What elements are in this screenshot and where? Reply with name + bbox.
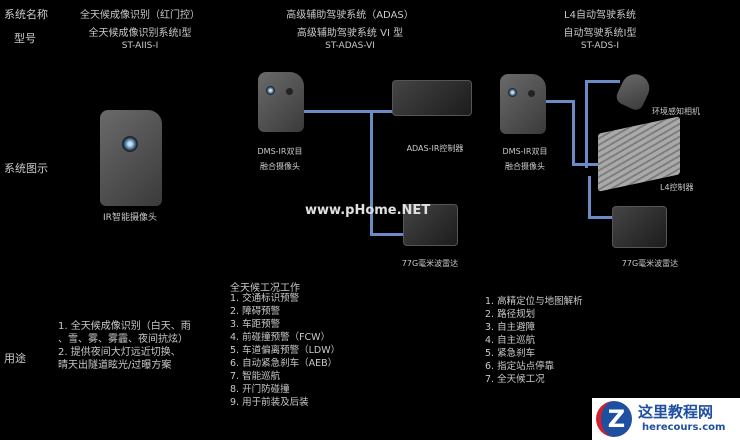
c3-lidar-label: 环境感知相机 bbox=[652, 107, 700, 116]
logo-url: herecours.com bbox=[642, 422, 726, 433]
system-2-model: 高级辅助驾驶系统 VI 型 bbox=[296, 28, 404, 39]
c3-controller-label: L4控制器 bbox=[660, 183, 694, 192]
c3-radar-label: 77G毫米波雷达 bbox=[621, 259, 679, 268]
c2-radar-image bbox=[403, 204, 458, 246]
c2-camera-label-2: 融合摄像头 bbox=[260, 162, 300, 171]
system-1-name: 全天候成像识别（红门控） bbox=[80, 10, 200, 21]
watermark: www.pHome.NET bbox=[305, 203, 431, 218]
usage-col-1: 1. 全天候成像识别（白天、雨、雪、雾、雾霾、夜间抗炫）2. 提供夜间大灯远近切… bbox=[58, 321, 191, 371]
logo-z-icon: Z bbox=[596, 401, 632, 437]
system-3-code: ST-ADS-I bbox=[580, 41, 620, 51]
c3-camera-label-2: 融合摄像头 bbox=[505, 162, 545, 171]
system-3-model: 自动驾驶系统I型 bbox=[563, 28, 637, 39]
c2-controller-label: ADAS-IR控制器 bbox=[406, 144, 464, 153]
system-2-code: ST-ADAS-VI bbox=[325, 41, 375, 51]
c2-camera-label-1: DMS-IR双目 bbox=[257, 147, 303, 156]
header-usage: 用途 bbox=[4, 352, 26, 365]
system-1-model: 全天候成像识别系统I型 bbox=[88, 28, 192, 39]
c3-radar-image bbox=[612, 206, 667, 248]
header-model: 型号 bbox=[14, 32, 36, 45]
site-logo[interactable]: Z 这里教程网 herecours.com bbox=[592, 398, 740, 440]
header-system-name: 系统名称 bbox=[4, 8, 48, 21]
c2-controller-image bbox=[392, 80, 472, 116]
c3-camera-label-1: DMS-IR双目 bbox=[502, 147, 548, 156]
c3-lidar-image bbox=[614, 69, 654, 113]
c1-camera-label: IR智能摄像头 bbox=[103, 213, 157, 223]
c2-camera-image bbox=[258, 72, 304, 132]
system-3-name: L4自动驾驶系统 bbox=[564, 10, 636, 21]
ir-camera-image bbox=[100, 110, 162, 206]
header-diagram: 系统图示 bbox=[4, 162, 48, 175]
usage-col-2-title: 全天候工况工作 bbox=[230, 283, 300, 294]
system-1-code: ST-AIIS-I bbox=[121, 41, 159, 51]
system-2-name: 高级辅助驾驶系统（ADAS） bbox=[286, 10, 414, 21]
c2-radar-label: 77G毫米波雷达 bbox=[401, 259, 459, 268]
logo-title: 这里教程网 bbox=[638, 403, 714, 421]
c3-camera-image bbox=[500, 74, 546, 134]
c3-controller-image bbox=[598, 116, 680, 192]
